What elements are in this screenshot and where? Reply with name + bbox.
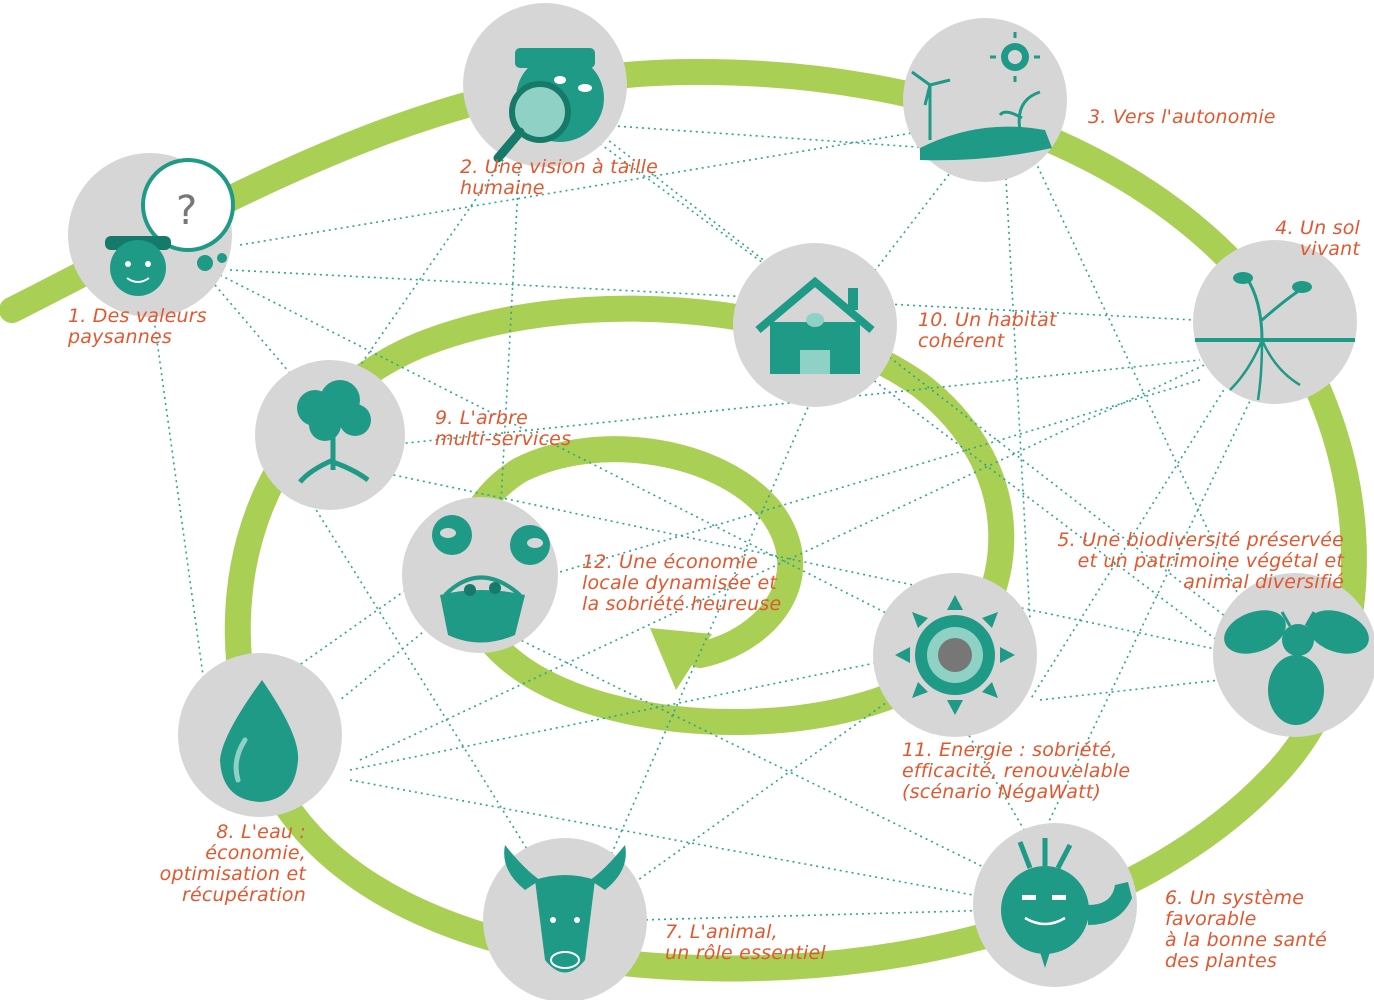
label-node-5: 5. Une biodiversité préservée et un patr… (1057, 530, 1344, 593)
label-line: récupération (182, 884, 306, 906)
label-line: 12. Une économie (582, 551, 759, 573)
link (1029, 149, 1251, 621)
link (239, 119, 991, 246)
node-3 (903, 18, 1067, 182)
sun-icon (895, 595, 1015, 715)
goat-icon (504, 845, 626, 973)
label-node-8: 8. L'eau : économie, optimisation et réc… (160, 822, 306, 906)
label-line: des plantes (1165, 950, 1277, 972)
basket-market-icon (432, 515, 550, 643)
label-line: 1. Des valeurs (68, 305, 207, 327)
node-7 (483, 838, 647, 1002)
link (599, 124, 961, 151)
label-line: économie, (205, 842, 306, 864)
label-line: multi-services (435, 428, 572, 450)
label-line: 9. L'arbre (435, 407, 528, 429)
link (349, 659, 891, 771)
label-line: animal diversifié (1183, 571, 1344, 593)
node-10 (733, 243, 897, 407)
label-line: (scénario NégaWatt) (902, 781, 1101, 803)
label-line: 2. Une vision à taille (460, 156, 658, 178)
label-line: 7. L'animal, (665, 921, 778, 943)
turnip-muscle-icon (1001, 838, 1132, 968)
link (359, 359, 1216, 761)
label-line: vivant (1299, 238, 1360, 260)
label-line: humaine (460, 177, 545, 199)
label-node-1: 1. Des valeurs paysannes (68, 306, 207, 348)
label-node-3: 3. Vers l'autonomie (1088, 107, 1276, 128)
link (639, 909, 1001, 921)
link (149, 289, 206, 691)
node-2 (463, 3, 627, 167)
label-line: cohérent (918, 330, 1005, 352)
node-4 (1193, 240, 1357, 404)
link (369, 469, 1221, 651)
link (219, 274, 901, 621)
node-1: ? (68, 153, 235, 317)
link (594, 129, 1231, 621)
magnifier-face-icon (493, 48, 604, 163)
plant-roots-soil-icon (1195, 272, 1355, 401)
link (499, 629, 1011, 881)
label-node-9: 9. L'arbre multi-services (435, 408, 571, 450)
link (349, 779, 1001, 901)
label-line: efficacité, renouvelable (902, 760, 1131, 782)
label-line: optimisation et (159, 863, 306, 885)
label-node-10: 10. Un habitat cohérent (918, 310, 1057, 352)
link (959, 719, 1031, 841)
label-line: la sobriété heureuse (582, 593, 782, 615)
link (1039, 379, 1261, 841)
node-5 (1213, 573, 1374, 737)
label-line: 3. Vers l'autonomie (1088, 106, 1276, 128)
link (1039, 679, 1221, 701)
label-line: 11. Energie : sobriété, (902, 739, 1118, 761)
link (309, 499, 541, 871)
tree-icon (297, 380, 371, 484)
sun-wind-hand-plant-icon (911, 32, 1052, 161)
label-node-2: 2. Une vision à taille humaine (460, 157, 658, 199)
label-node-7: 7. L'animal, un rôle essentiel (665, 922, 826, 964)
link (229, 269, 1196, 321)
connection-lines (149, 119, 1261, 921)
farmer-thinking-icon: ? (105, 158, 235, 296)
water-drop-icon (220, 680, 299, 802)
label-line: 4. Un sol (1275, 217, 1360, 239)
house-icon (755, 276, 875, 374)
node-9 (255, 360, 405, 510)
label-line: à la bonne santé (1165, 929, 1328, 951)
bee-icon (1224, 610, 1369, 725)
label-line: 10. Un habitat (918, 309, 1057, 331)
link (499, 379, 1201, 591)
label-node-12: 12. Une économie locale dynamisée et la … (582, 552, 781, 615)
label-node-11: 11. Energie : sobriété, efficacité, reno… (902, 740, 1130, 803)
node-11 (873, 573, 1037, 737)
label-line: paysannes (68, 326, 172, 348)
label-line: favorable (1165, 908, 1257, 930)
label-line: 5. Une biodiversité préservée (1057, 529, 1344, 551)
node-8 (178, 653, 342, 817)
label-node-4: 4. Un sol vivant (1275, 218, 1360, 260)
link (339, 359, 1201, 451)
spiral-arrowhead (650, 628, 712, 690)
label-node-6: 6. Un système favorable à la bonne santé… (1165, 888, 1327, 972)
node-12 (402, 497, 558, 653)
label-line: 8. L'eau : (216, 821, 306, 843)
node-6 (973, 823, 1137, 987)
label-line: et un patrimoine végétal et (1077, 550, 1344, 572)
link (499, 149, 521, 521)
label-line: 6. Un système (1165, 887, 1305, 909)
link (599, 379, 821, 881)
svg-text:?: ? (176, 188, 197, 234)
label-line: un rôle essentiel (665, 942, 826, 964)
label-line: locale dynamisée et (582, 572, 778, 594)
